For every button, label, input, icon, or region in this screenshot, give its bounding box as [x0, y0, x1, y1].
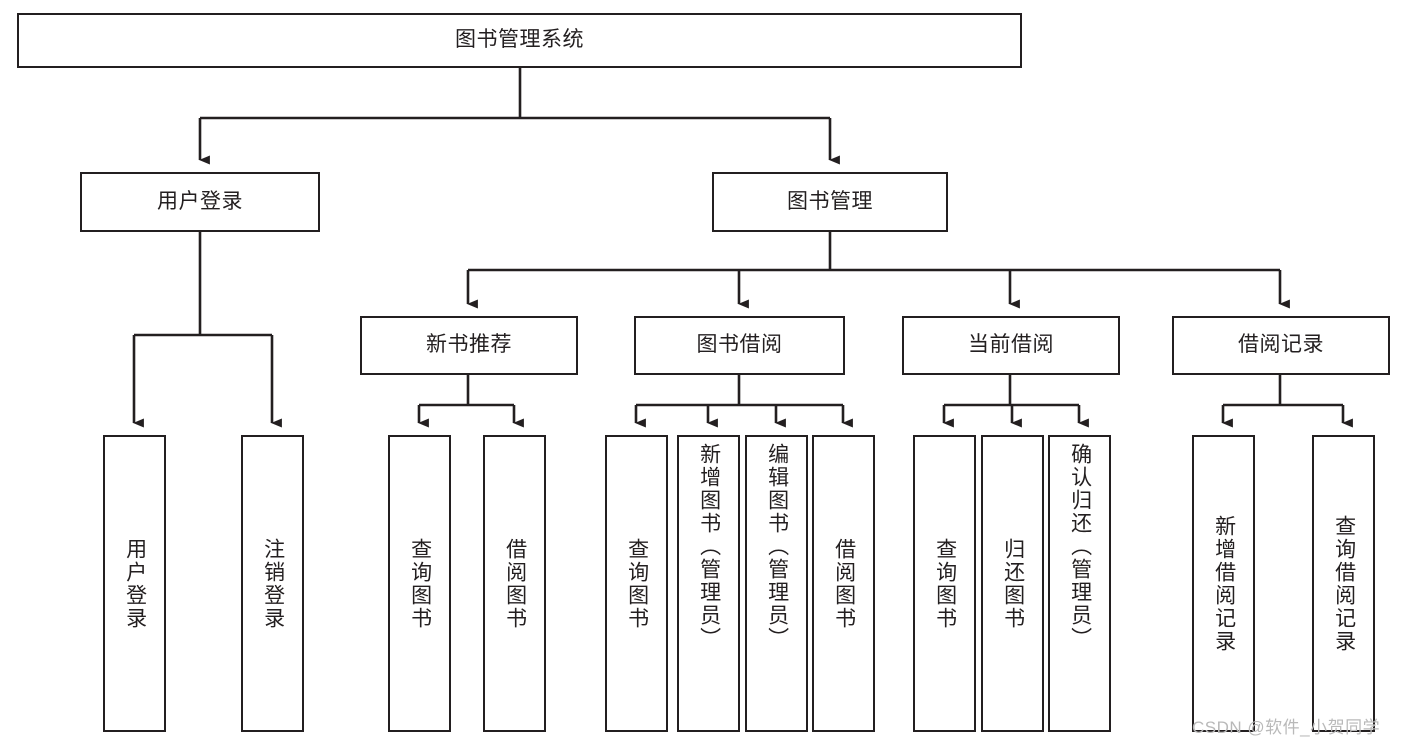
node-leaf-query-book-2[interactable]: 查询图书 — [605, 435, 668, 732]
node-new-book-rec[interactable]: 新书推荐 — [360, 316, 578, 375]
node-borrow-record[interactable]: 借阅记录 — [1172, 316, 1390, 375]
node-leaf-logout-label: 注销登录 — [261, 537, 285, 630]
node-leaf-logout[interactable]: 注销登录 — [241, 435, 304, 732]
node-current-borrow-label: 当前借阅 — [968, 333, 1054, 357]
node-leaf-return-book[interactable]: 归还图书 — [981, 435, 1044, 732]
node-leaf-borrow-book-1-label: 借阅图书 — [503, 537, 527, 630]
node-leaf-user-login-label: 用户登录 — [123, 537, 147, 630]
node-user-login[interactable]: 用户登录 — [80, 172, 320, 232]
node-leaf-user-login[interactable]: 用户登录 — [103, 435, 166, 732]
watermark: CSDN @软件_小贺同学 — [1192, 718, 1381, 737]
node-book-borrow-label: 图书借阅 — [696, 333, 783, 357]
node-leaf-query-book-1-label: 查询图书 — [408, 537, 432, 630]
node-leaf-confirm-return[interactable]: 确认归还（管理员） — [1048, 435, 1111, 732]
node-current-borrow[interactable]: 当前借阅 — [902, 316, 1120, 375]
node-leaf-add-book[interactable]: 新增图书（管理员） — [677, 435, 740, 732]
node-book-borrow[interactable]: 图书借阅 — [634, 316, 845, 375]
node-root-label: 图书管理系统 — [455, 28, 584, 52]
node-leaf-return-book-label: 归还图书 — [1001, 537, 1025, 630]
node-leaf-borrow-book-2[interactable]: 借阅图书 — [812, 435, 875, 732]
node-leaf-edit-book[interactable]: 编辑图书（管理员） — [745, 435, 808, 732]
node-book-manage[interactable]: 图书管理 — [712, 172, 948, 232]
node-user-login-label: 用户登录 — [157, 189, 243, 213]
node-leaf-borrow-book-2-label: 借阅图书 — [832, 537, 856, 630]
node-leaf-add-book-label: 新增图书（管理员） — [697, 443, 721, 650]
node-leaf-query-book-3-label: 查询图书 — [933, 537, 957, 630]
node-leaf-query-book-2-label: 查询图书 — [625, 537, 649, 630]
node-new-book-rec-label: 新书推荐 — [426, 333, 512, 357]
node-leaf-query-record-label: 查询借阅记录 — [1332, 514, 1356, 653]
node-borrow-record-label: 借阅记录 — [1238, 333, 1324, 357]
node-book-manage-label: 图书管理 — [787, 189, 873, 213]
node-root[interactable]: 图书管理系统 — [17, 13, 1022, 68]
node-leaf-edit-book-label: 编辑图书（管理员） — [765, 443, 789, 650]
node-leaf-add-record[interactable]: 新增借阅记录 — [1192, 435, 1255, 732]
node-leaf-add-record-label: 新增借阅记录 — [1212, 514, 1236, 653]
node-leaf-confirm-return-label: 确认归还（管理员） — [1068, 443, 1092, 650]
node-leaf-query-book-1[interactable]: 查询图书 — [388, 435, 451, 732]
node-leaf-query-record[interactable]: 查询借阅记录 — [1312, 435, 1375, 732]
node-leaf-borrow-book-1[interactable]: 借阅图书 — [483, 435, 546, 732]
node-leaf-query-book-3[interactable]: 查询图书 — [913, 435, 976, 732]
